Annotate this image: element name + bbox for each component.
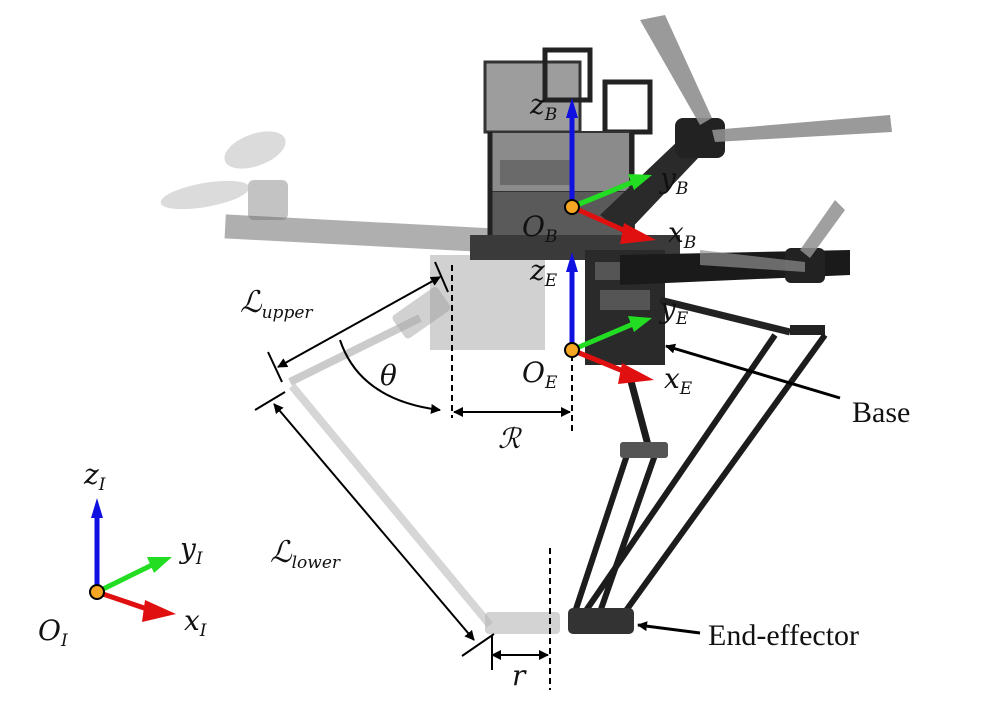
inertial-x-label: xI <box>184 604 207 641</box>
end-effector-callout-arrow <box>637 621 701 635</box>
body-x-axis <box>570 204 632 236</box>
inertial-z-label: zI <box>83 458 106 495</box>
end-frame <box>564 252 654 384</box>
drone-photo <box>160 15 892 634</box>
base-callout-arrow <box>665 343 841 400</box>
theta-label: θ <box>380 359 397 392</box>
inertial-y-axis <box>95 562 154 595</box>
ee-radius-label: r <box>512 659 527 692</box>
inertial-x-axis <box>96 589 151 613</box>
inertial-frame <box>89 498 176 622</box>
body-z-label: zB <box>529 88 557 125</box>
upper-length-arrow <box>277 276 441 368</box>
theta-arc <box>339 339 441 414</box>
left-propeller <box>160 131 288 220</box>
callouts <box>637 343 841 635</box>
ghost-ee-connector <box>485 612 560 634</box>
end-x-label: xE <box>664 362 693 399</box>
base-label: Base <box>852 396 910 429</box>
left-arm <box>224 214 516 254</box>
lower-length-arrow <box>273 403 475 641</box>
body-frame <box>564 98 656 244</box>
ghost-lower-rod <box>288 383 494 628</box>
body-y-axis <box>571 179 634 210</box>
dimension-annotations <box>254 261 573 690</box>
end-y-axis <box>571 321 634 353</box>
end-origin-label: OE <box>522 356 558 393</box>
ghost-frame <box>430 255 545 350</box>
end-origin-dot <box>564 342 580 358</box>
body-origin-dot <box>564 199 580 215</box>
end-x-axis <box>571 347 629 376</box>
lower-length-label: ℒlower <box>270 535 341 573</box>
end-y-label: yE <box>658 292 689 329</box>
inertial-origin-dot <box>89 584 105 600</box>
upper-length-label: ℒupper <box>240 285 313 323</box>
inertial-y-label: yI <box>178 532 203 569</box>
body-x-label: xB <box>668 216 696 253</box>
end-z-label: zE <box>529 254 558 291</box>
body-origin-label: OB <box>522 210 557 247</box>
end-effector-label: End-effector <box>708 619 859 652</box>
base-radius-label: ℛ <box>498 422 522 455</box>
inertial-origin-label: OI <box>38 614 68 651</box>
body-y-label: yB <box>658 162 688 199</box>
drone-body <box>470 15 892 634</box>
